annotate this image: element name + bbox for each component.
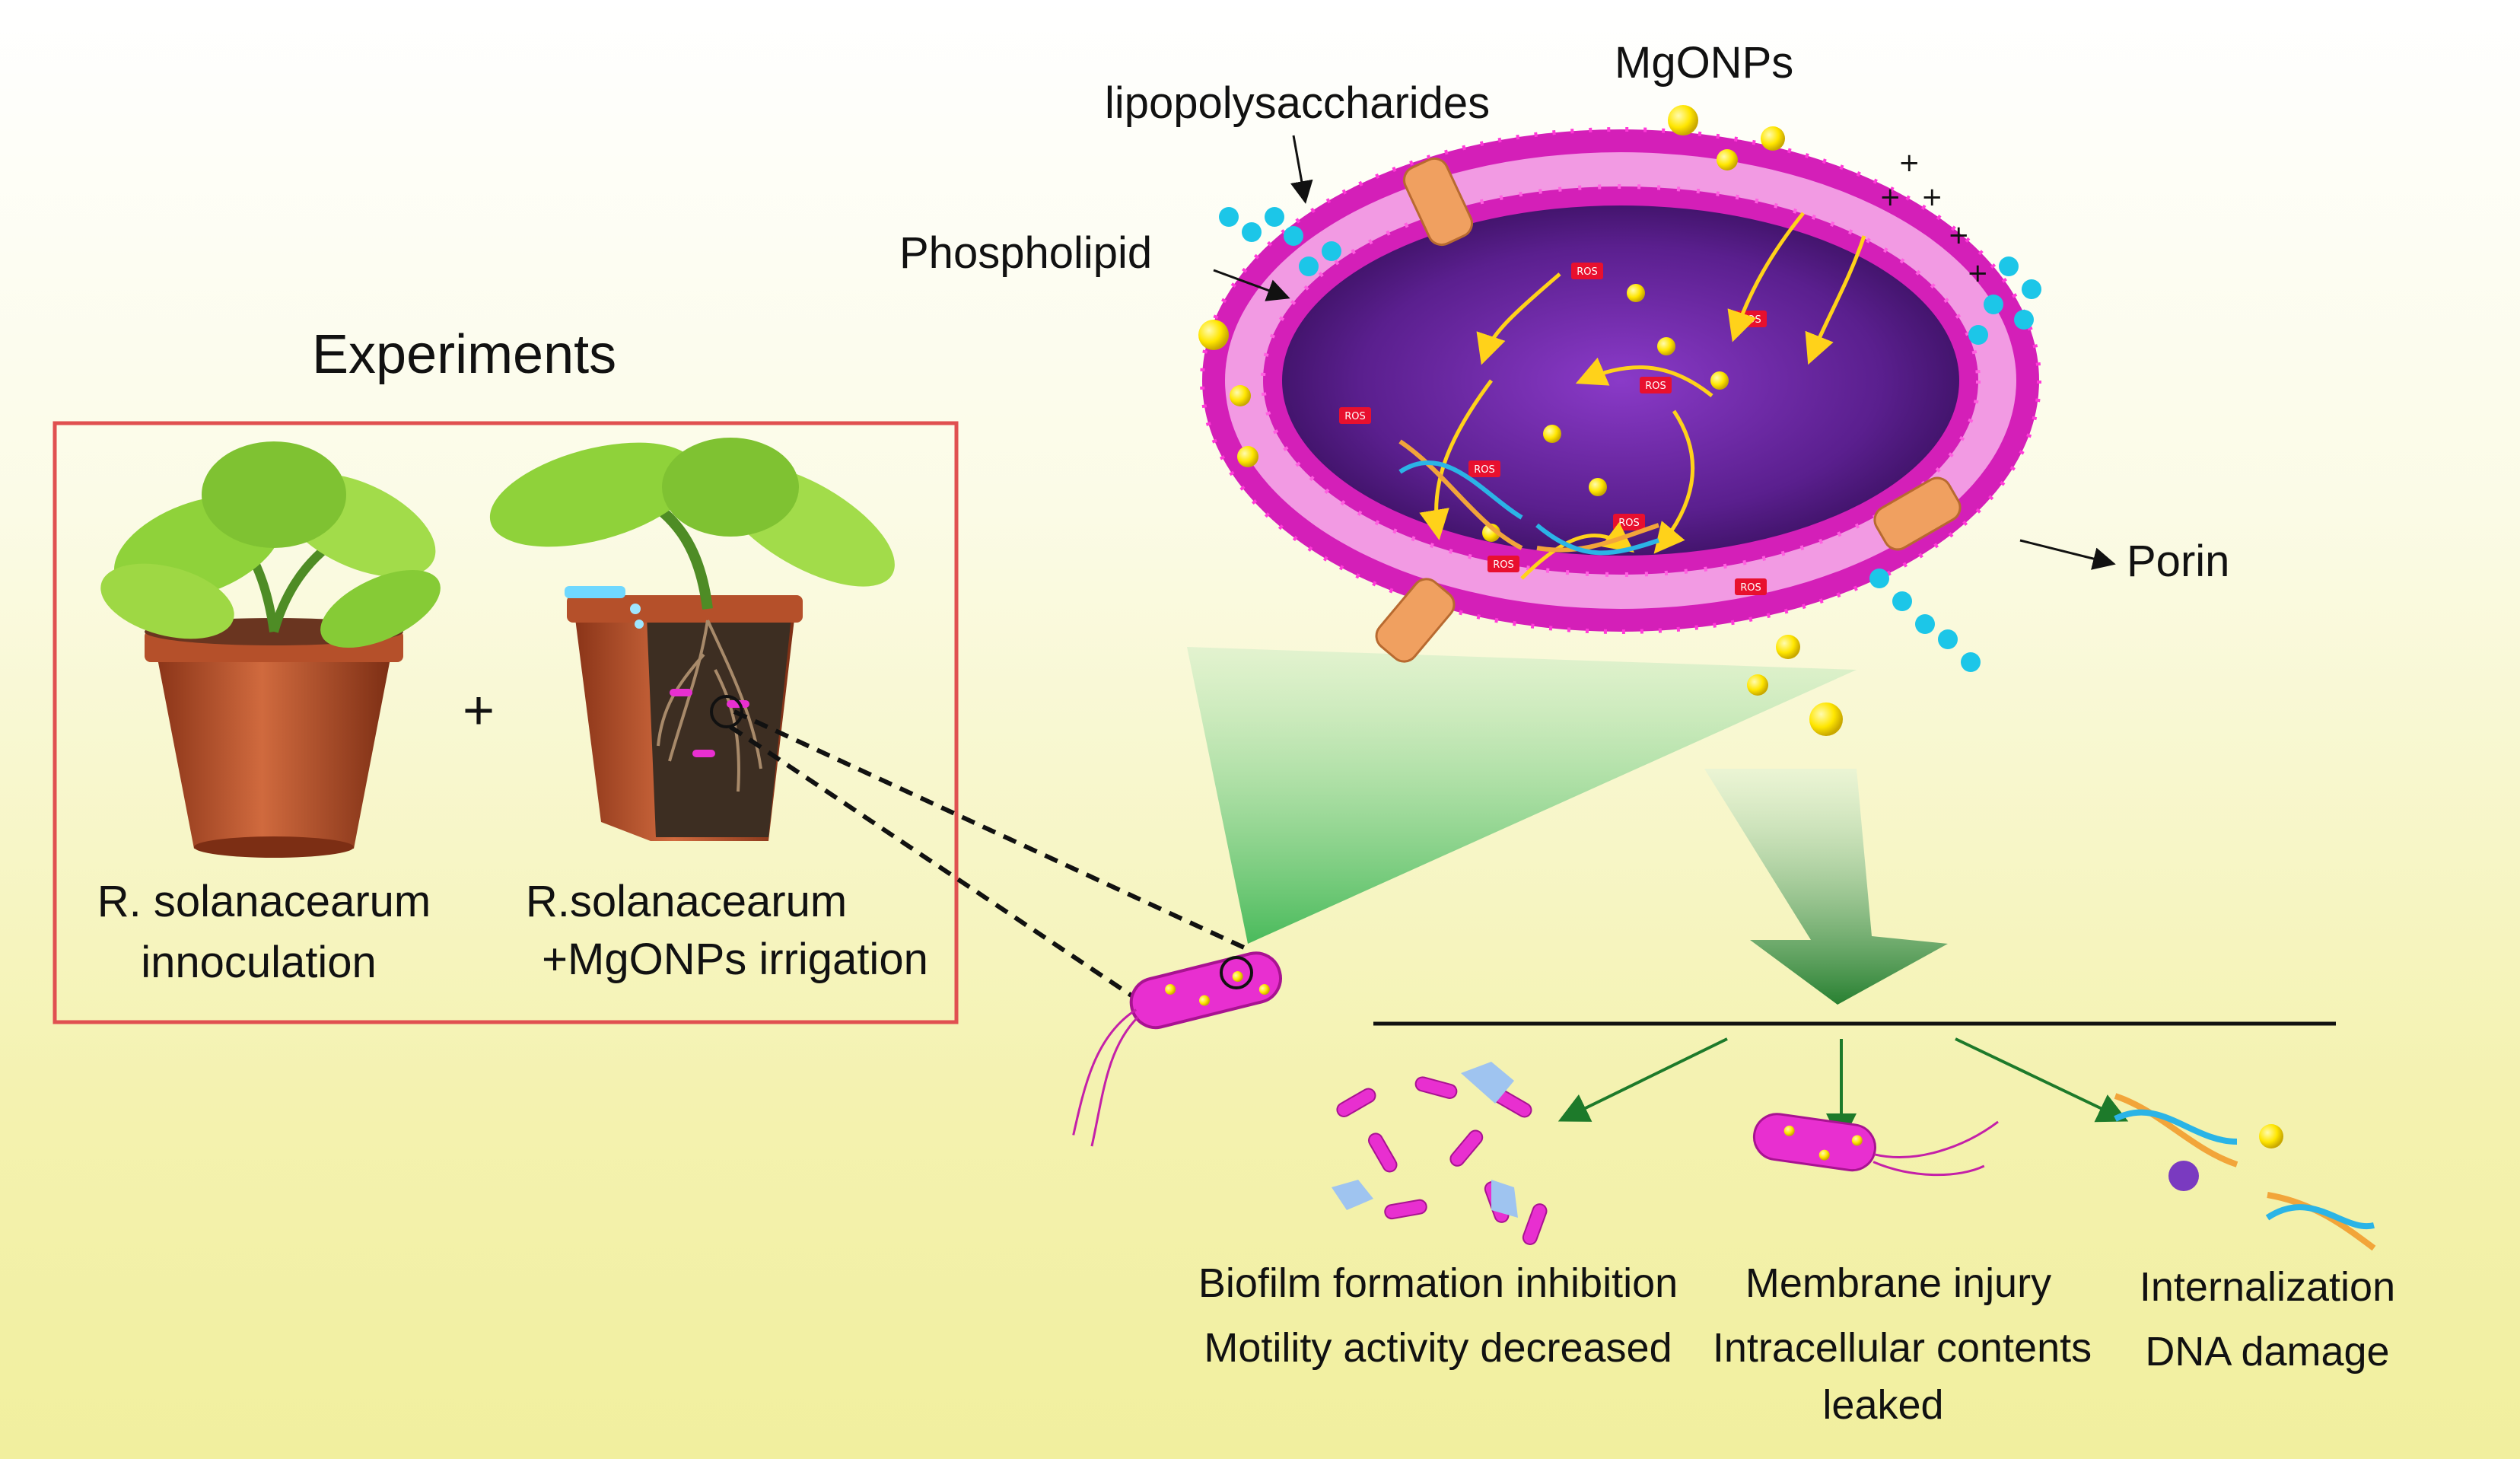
phospholipid-pointer-arrow bbox=[1213, 269, 1290, 301]
ros-label-5: ROS bbox=[1474, 464, 1495, 476]
svg-text:+: + bbox=[1921, 182, 1943, 212]
ros-label-7: ROS bbox=[1493, 559, 1514, 571]
branch-arrow-right bbox=[1955, 1037, 2129, 1123]
lps-chains bbox=[1219, 207, 2041, 672]
zoom-circle-bacterium bbox=[1220, 956, 1253, 989]
outcome-dna-damage bbox=[2114, 1093, 2376, 1251]
mgo-nanoparticles bbox=[1198, 105, 1843, 736]
ros-label-1: ROS bbox=[1577, 266, 1598, 278]
svg-text:+: + bbox=[1879, 182, 1901, 212]
cell-cross-section bbox=[1200, 127, 2041, 634]
outcome-2-line1: Membrane injury bbox=[1745, 1260, 2052, 1306]
experiments-box bbox=[52, 421, 959, 1024]
outcome-damaged-bacterium bbox=[1752, 1113, 1999, 1177]
label-mgonps: MgONPs bbox=[1615, 38, 1794, 88]
branch-arrow-left bbox=[1558, 1037, 1728, 1122]
ros-label-4: ROS bbox=[1344, 411, 1366, 422]
outcome-funnel bbox=[1704, 769, 1948, 1005]
experiments-title: Experiments bbox=[312, 324, 617, 385]
bacterium bbox=[1072, 951, 1282, 1147]
label-lipopolysaccharides: lipopolysaccharides bbox=[1105, 78, 1491, 128]
svg-text:+: + bbox=[1967, 258, 1989, 288]
outcome-1-line1: Biofilm formation inhibition bbox=[1198, 1260, 1678, 1306]
dashed-projection-bottom bbox=[729, 725, 1135, 999]
outcome-3-line2: DNA damage bbox=[2145, 1329, 2390, 1375]
pot2-caption-line2: +MgONPs irrigation bbox=[542, 935, 928, 984]
outcome-1-line2: Motility activity decreased bbox=[1204, 1325, 1672, 1371]
outcome-3-line1: Internalization bbox=[2139, 1264, 2396, 1310]
pot2-caption-line1: R.solanacearum bbox=[525, 877, 848, 926]
porin-channels bbox=[1375, 157, 1962, 663]
zoom-cone bbox=[1187, 647, 1857, 944]
ros-label-3: ROS bbox=[1645, 381, 1666, 392]
porin-pointer-arrow bbox=[2019, 539, 2116, 570]
zoom-circle-root bbox=[710, 695, 743, 728]
plus-sign: + bbox=[463, 680, 495, 741]
ros-tags bbox=[1339, 263, 1767, 595]
outcome-scattered-bacteria bbox=[1336, 1076, 1548, 1245]
positive-charges: +++ ++ bbox=[1879, 148, 1989, 288]
lps-pointer-arrow bbox=[1290, 135, 1313, 204]
outcome-2-line2: Intracellular contents bbox=[1712, 1325, 2092, 1371]
ros-label-8: ROS bbox=[1740, 582, 1761, 594]
dashed-projection-top bbox=[733, 709, 1246, 950]
internal-flow-arrows bbox=[1419, 212, 1866, 580]
outcome-dna-sphere bbox=[2168, 1161, 2199, 1191]
ros-label-6: ROS bbox=[1618, 518, 1640, 529]
pot1-caption-line2: innoculation bbox=[141, 938, 377, 987]
dna-strands-cell bbox=[1398, 439, 1659, 556]
pot1-caption-line1: R. solanacearum bbox=[97, 877, 431, 926]
label-porin: Porin bbox=[2127, 537, 2230, 586]
label-phospholipid: Phospholipid bbox=[899, 228, 1153, 278]
outcome-2-line3: leaked bbox=[1822, 1382, 1944, 1428]
pot-plant-1 bbox=[100, 441, 441, 858]
pot-plant-2 bbox=[489, 438, 895, 841]
svg-text:+: + bbox=[1898, 148, 1920, 178]
svg-text:+: + bbox=[1948, 220, 1970, 250]
outcome-biofilm-fragments bbox=[1332, 1062, 1518, 1218]
outcome-dna-nanoparticle bbox=[2259, 1124, 2283, 1148]
